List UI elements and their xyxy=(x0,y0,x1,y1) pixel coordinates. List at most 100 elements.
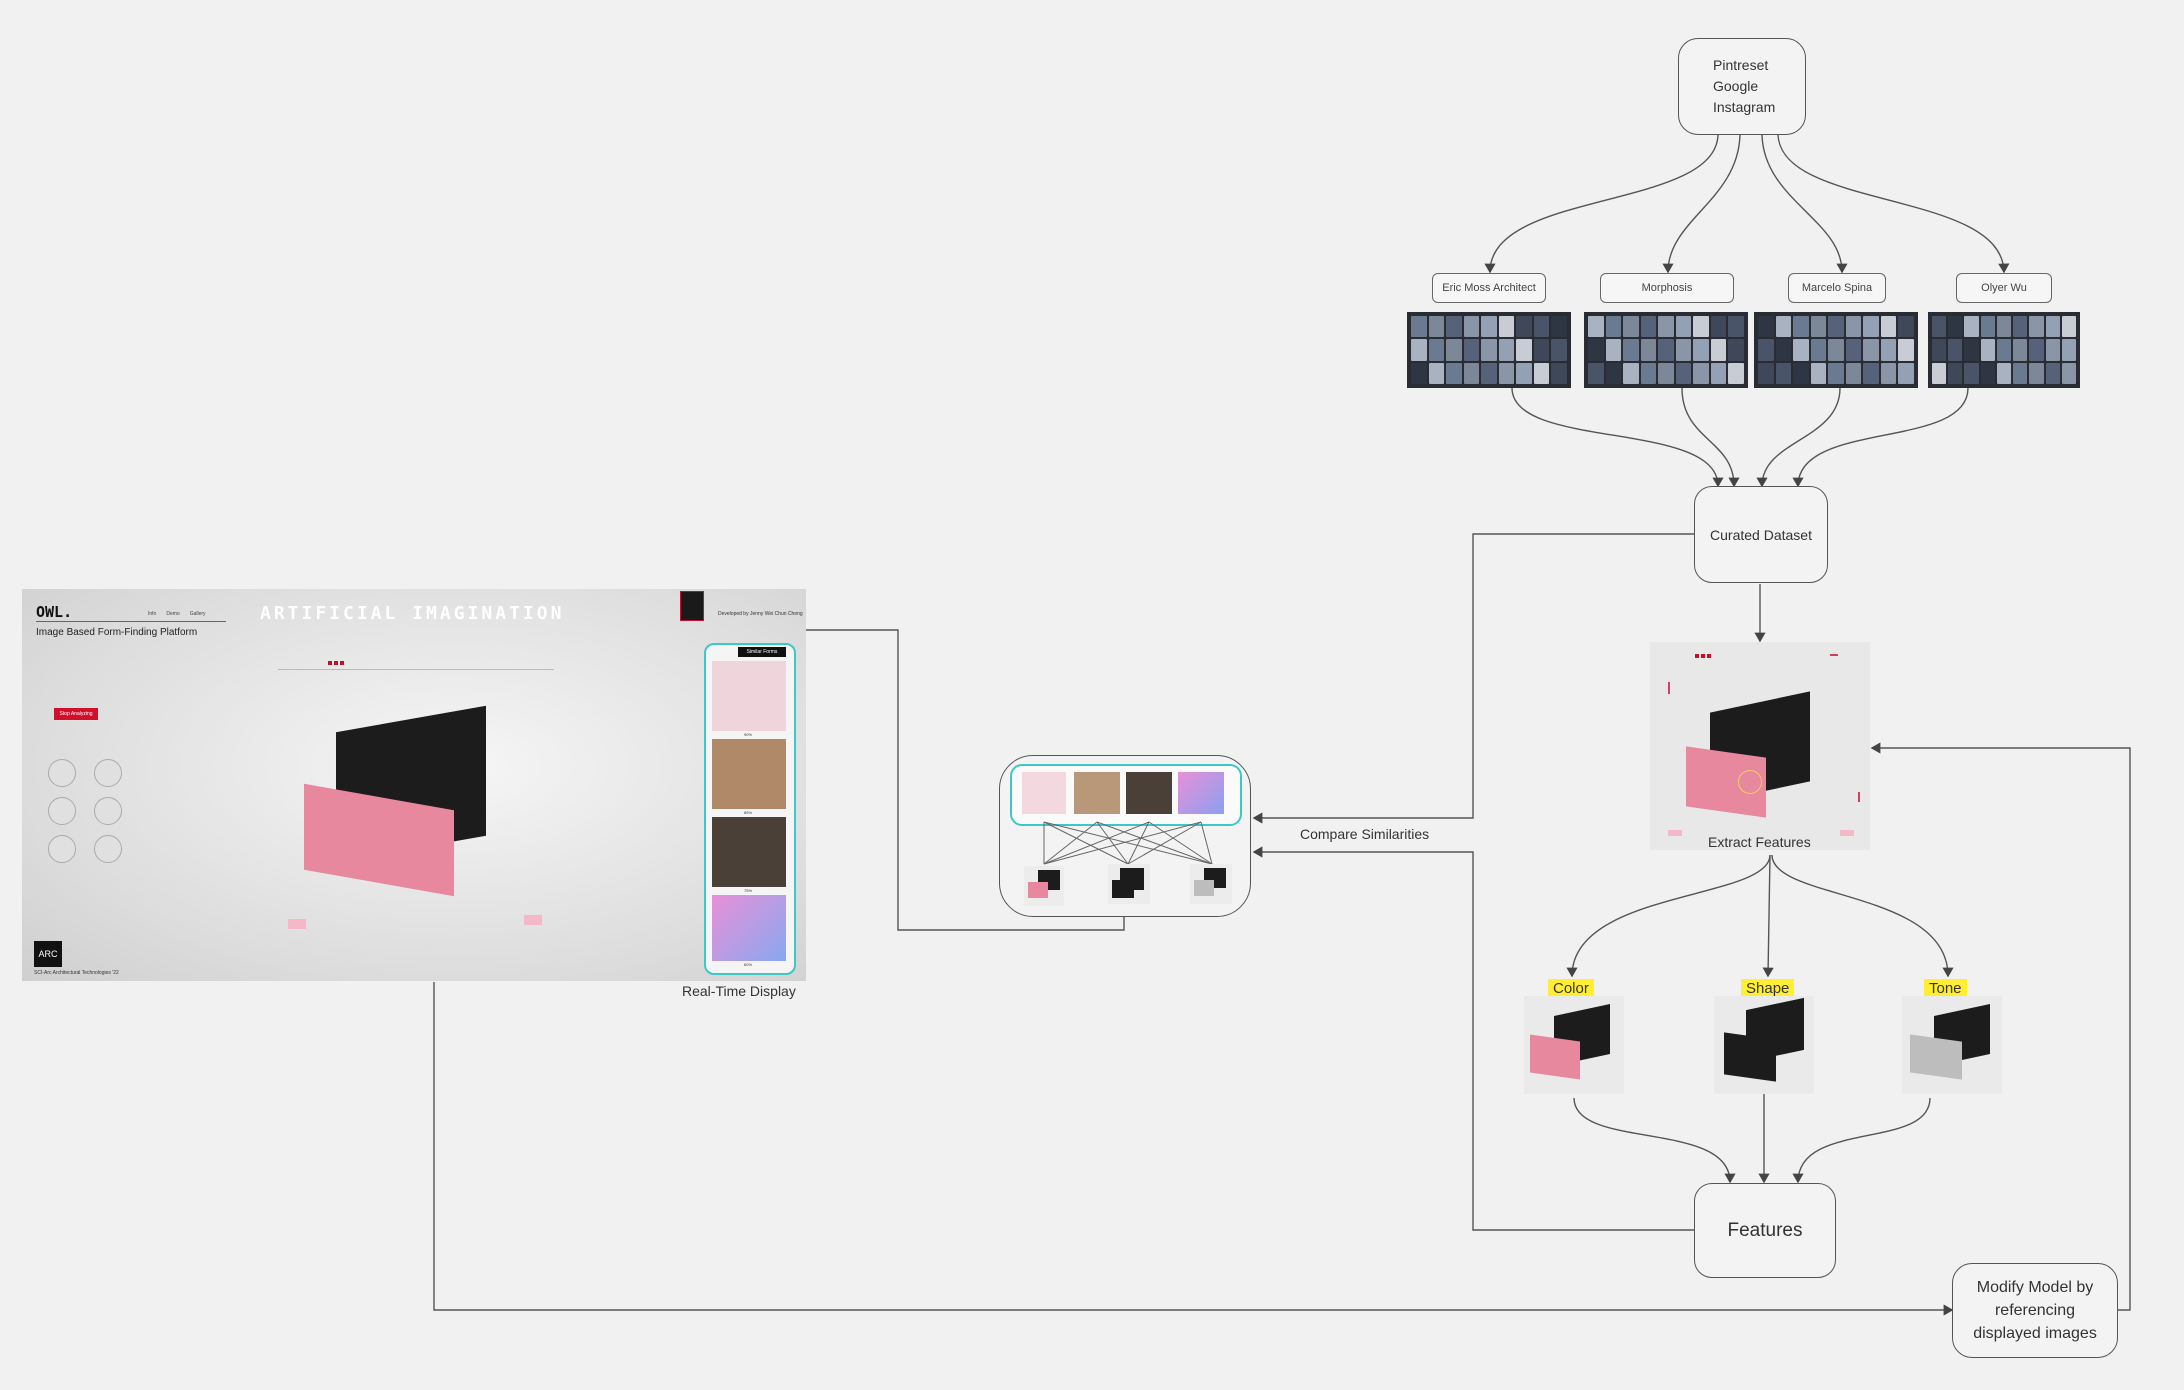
thumbnail xyxy=(1463,316,1480,338)
thumbnail xyxy=(1980,316,1995,338)
thumbnail xyxy=(1980,339,1995,361)
thumbnail xyxy=(1588,362,1604,384)
tone-feature-image xyxy=(1902,996,2002,1094)
thumbnail xyxy=(1411,362,1427,384)
feature-tag-color: Color xyxy=(1548,979,1594,998)
thumbnail xyxy=(1728,316,1744,338)
thumbnail xyxy=(1775,362,1792,384)
compare-model-shape xyxy=(1108,864,1150,904)
real-time-display-label: Real-Time Display xyxy=(682,983,796,999)
thumbnail xyxy=(1828,339,1844,361)
thumbnail xyxy=(1828,362,1844,384)
source-instagram: Instagram xyxy=(1713,99,1776,115)
app-developed-by: Developed by Jenny Wei Chun Cheng xyxy=(718,611,803,617)
thumbnail xyxy=(1551,316,1567,338)
tool-circle-button[interactable] xyxy=(48,797,76,825)
thumbnail xyxy=(1758,316,1774,338)
thumbnail xyxy=(1693,362,1709,384)
thumbnail xyxy=(1675,316,1692,338)
thumbnail xyxy=(1640,316,1657,338)
thumbnail xyxy=(1845,362,1862,384)
thumbnail xyxy=(2045,362,2060,384)
thumbnail xyxy=(1623,362,1639,384)
thumbnail xyxy=(1693,339,1709,361)
tool-circle-button[interactable] xyxy=(94,835,122,863)
thumbnail xyxy=(1758,339,1774,361)
app-viewport-tag-left xyxy=(288,919,306,929)
thumbnail xyxy=(1932,339,1947,361)
thumbnail xyxy=(1605,339,1622,361)
architect-tag-marcelo-spina: Marcelo Spina xyxy=(1788,273,1886,303)
tool-circle-button[interactable] xyxy=(94,797,122,825)
similar-thumb-1 xyxy=(1022,772,1066,814)
nav-demo[interactable]: Demo xyxy=(166,611,180,617)
thumbnail xyxy=(1898,362,1914,384)
nav-gallery[interactable]: Gallery xyxy=(189,611,206,617)
thumbnail xyxy=(1516,362,1532,384)
thumbnail xyxy=(1411,316,1427,338)
thumbnail xyxy=(1411,339,1427,361)
thumbnail xyxy=(1658,362,1674,384)
thumbnail xyxy=(1996,316,2012,338)
thumbnail xyxy=(1880,362,1897,384)
thumbnail-grid-marcelo-spina xyxy=(1754,312,1918,388)
thumbnail xyxy=(1863,316,1879,338)
thumbnail xyxy=(1932,362,1947,384)
thumbnail xyxy=(1710,339,1727,361)
thumbnail xyxy=(1481,362,1497,384)
thumbnail xyxy=(1658,316,1674,338)
app-logo: OWL. xyxy=(36,603,73,621)
app-viewport-tag-right xyxy=(524,915,542,925)
similar-thumb-3 xyxy=(1126,772,1172,814)
thumbnail xyxy=(1533,316,1550,338)
stop-analyzing-button[interactable]: Stop Analyzing xyxy=(54,708,98,720)
thumbnail xyxy=(1605,316,1622,338)
architect-tag-morphosis: Morphosis xyxy=(1600,273,1734,303)
thumbnail xyxy=(1964,362,1979,384)
curated-dataset-label: Curated Dataset xyxy=(1710,526,1812,543)
thumbnail xyxy=(1498,362,1515,384)
app-footer-logo: ARC xyxy=(34,941,62,967)
compare-model-tone xyxy=(1190,864,1232,904)
thumbnail xyxy=(1588,316,1604,338)
similar-form-4[interactable] xyxy=(712,895,786,961)
thumbnail xyxy=(1551,339,1567,361)
thumbnail xyxy=(1898,316,1914,338)
thumbnail xyxy=(1728,339,1744,361)
thumbnail xyxy=(2029,316,2044,338)
similar-thumb-2 xyxy=(1074,772,1120,814)
thumbnail xyxy=(1845,339,1862,361)
app-screenshot: OWL. Image Based Form-Finding Platform I… xyxy=(22,589,806,981)
tool-circle-button[interactable] xyxy=(48,759,76,787)
modify-model-line-3: displayed images xyxy=(1973,1325,2097,1342)
curated-dataset-node: Curated Dataset xyxy=(1694,486,1828,583)
thumbnail xyxy=(1675,339,1692,361)
tool-circle-button[interactable] xyxy=(48,835,76,863)
thumbnail xyxy=(1533,362,1550,384)
tool-circle-button[interactable] xyxy=(94,759,122,787)
thumbnail-grid-morphosis xyxy=(1584,312,1748,388)
similar-form-3[interactable] xyxy=(712,817,786,887)
similar-form-1[interactable] xyxy=(712,661,786,731)
app-subtitle: Image Based Form-Finding Platform xyxy=(36,627,198,638)
thumbnail-grid-eric-moss xyxy=(1407,312,1571,388)
thumbnail xyxy=(2045,339,2060,361)
nav-info[interactable]: Info xyxy=(148,611,157,617)
thumbnail xyxy=(1710,316,1727,338)
thumbnail xyxy=(2061,362,2076,384)
extract-features-image xyxy=(1650,642,1870,850)
thumbnail xyxy=(1793,362,1809,384)
color-feature-image xyxy=(1524,996,1624,1094)
similar-form-1-score: 90% xyxy=(744,732,753,737)
thumbnail-grid-olyer-wu xyxy=(1928,312,2080,388)
similar-form-2[interactable] xyxy=(712,739,786,809)
features-node: Features xyxy=(1694,1183,1836,1278)
thumbnail xyxy=(1605,362,1622,384)
thumbnail xyxy=(1810,362,1827,384)
thumbnail xyxy=(2013,362,2028,384)
thumbnail xyxy=(1728,362,1744,384)
thumbnail xyxy=(1446,316,1462,338)
thumbnail xyxy=(1623,316,1639,338)
compare-similarities-label: Compare Similarities xyxy=(1300,826,1430,842)
